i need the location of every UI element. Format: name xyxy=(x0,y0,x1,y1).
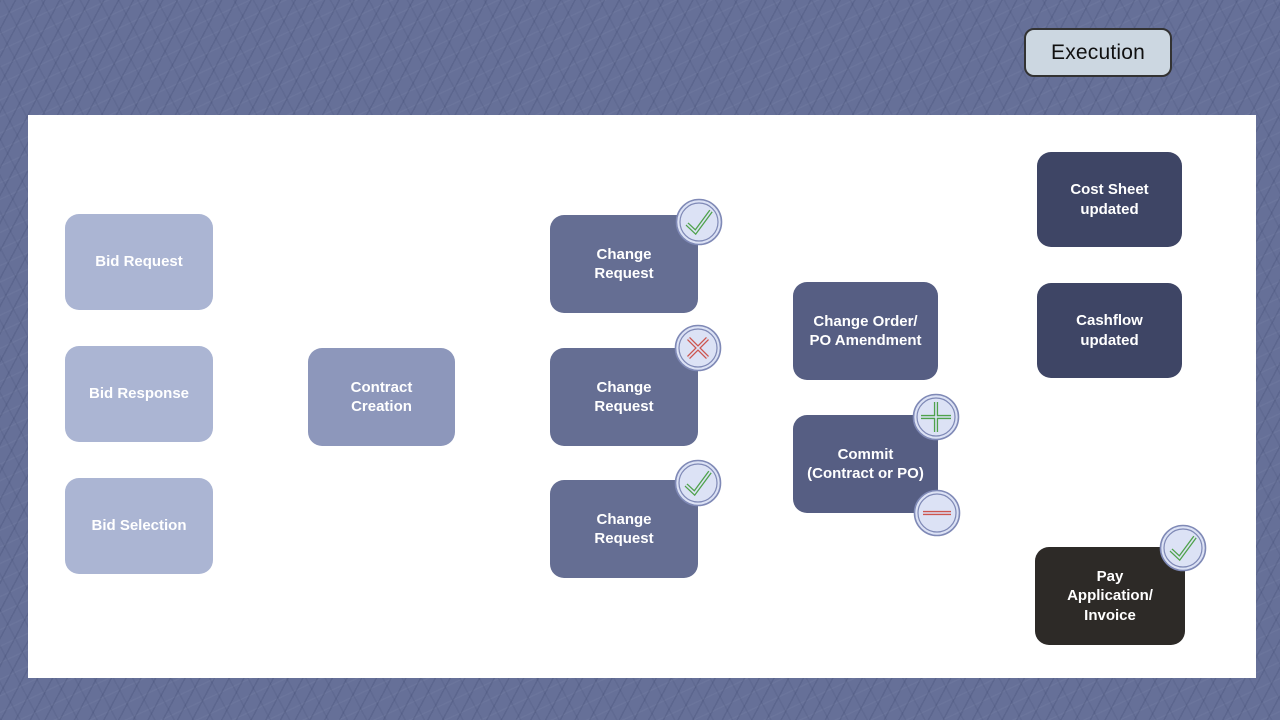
node-change-order-po-amendment: Change Order/ PO Amendment xyxy=(793,282,938,380)
node-pay-application-invoice: Pay Application/ Invoice xyxy=(1035,547,1185,645)
node-label: Bid Selection xyxy=(91,517,187,535)
node-label: Change Order/ PO Amendment xyxy=(809,312,922,349)
node-label: Bid Response xyxy=(88,385,190,403)
rejected-x-icon xyxy=(674,324,722,372)
stage-chip-execution: Execution xyxy=(1024,28,1172,77)
node-label: Change Request xyxy=(594,378,654,415)
diagram-canvas: Bid Request Bid Response Bid Selection C… xyxy=(28,115,1256,678)
node-bid-response: Bid Response xyxy=(65,346,213,442)
node-change-request-3: Change Request xyxy=(550,480,698,578)
node-label: Cashflow updated xyxy=(1076,312,1143,349)
node-commit-contract-or-po: Commit (Contract or PO) xyxy=(793,415,938,513)
node-bid-request: Bid Request xyxy=(65,214,213,310)
node-change-request-2: Change Request xyxy=(550,348,698,446)
node-label: Bid Request xyxy=(95,253,183,271)
approved-check-icon xyxy=(675,198,723,246)
minus-icon xyxy=(913,489,961,537)
node-cashflow-updated: Cashflow updated xyxy=(1037,283,1182,378)
approved-check-icon xyxy=(674,459,722,507)
node-label: Pay Application/ Invoice xyxy=(1067,568,1153,624)
node-label: Cost Sheet updated xyxy=(1070,181,1149,218)
node-cost-sheet-updated: Cost Sheet updated xyxy=(1037,152,1182,247)
node-label: Contract Creation xyxy=(350,378,413,415)
node-bid-selection: Bid Selection xyxy=(65,478,213,574)
node-label: Change Request xyxy=(594,245,654,282)
node-contract-creation: Contract Creation xyxy=(308,348,455,446)
node-label: Commit (Contract or PO) xyxy=(807,445,924,482)
node-change-request-1: Change Request xyxy=(550,215,698,313)
node-label: Change Request xyxy=(594,510,654,547)
plus-icon xyxy=(912,393,960,441)
approved-check-icon xyxy=(1159,524,1207,572)
stage-chip-label: Execution xyxy=(1050,40,1146,64)
